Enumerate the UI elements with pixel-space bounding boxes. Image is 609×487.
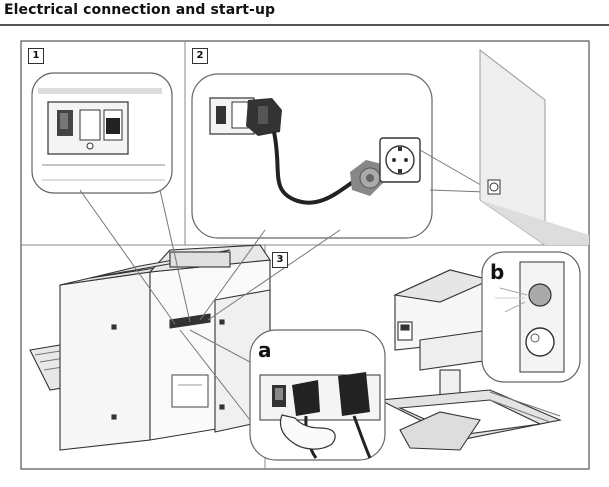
wall-socket xyxy=(379,137,421,183)
illustration-canvas xyxy=(20,40,590,470)
secondary-button xyxy=(525,327,555,357)
step-3-label: 3 xyxy=(272,252,288,268)
machine-door xyxy=(171,374,209,408)
step-1-label: 1 xyxy=(28,48,44,64)
switch-closeup xyxy=(249,329,386,461)
wall-socket-small xyxy=(487,179,501,195)
button-closeup xyxy=(481,251,581,383)
callout-a: a xyxy=(258,338,272,362)
page-title: Electrical connection and start-up xyxy=(4,2,276,18)
plug-b xyxy=(338,372,370,416)
title-divider xyxy=(0,24,609,26)
hand-icon xyxy=(279,414,336,450)
installation-illustration: 1 2 3 a b xyxy=(20,40,590,470)
step-2-label: 2 xyxy=(192,48,208,64)
coffee-machine-small xyxy=(378,269,562,451)
plug-a xyxy=(292,380,320,416)
coffee-machine-large xyxy=(29,244,271,451)
start-button xyxy=(528,283,552,307)
panel-1-switch-detail xyxy=(31,72,173,194)
callout-b: b xyxy=(490,260,505,284)
panel-2-cable-detail xyxy=(191,73,487,239)
leader-lines xyxy=(79,189,341,421)
power-cable xyxy=(272,131,358,205)
wall-corner xyxy=(479,48,589,246)
